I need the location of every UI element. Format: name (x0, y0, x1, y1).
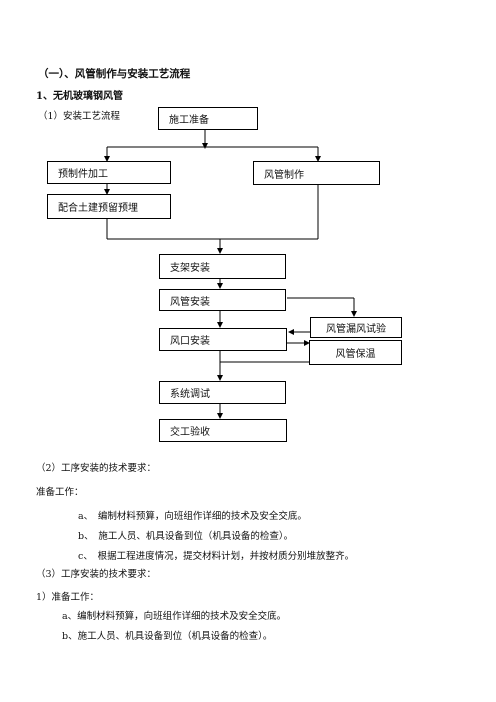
section-heading: （一）、风管制作与安装工艺流程 (38, 68, 191, 80)
flow-step-leak-test: 风管漏风试验 (310, 317, 402, 338)
flow-step-support: 支架安装 (159, 254, 286, 279)
section2-item: c、 根据工程进度情况，提交材料计划，并按材质分别堆放整齐。 (78, 551, 355, 562)
flow-step-prep: 施工准备 (158, 107, 258, 130)
flow-step-duct-make: 风管制作 (253, 161, 380, 185)
flow-step-outlet: 风口安装 (159, 328, 287, 351)
flow-step-insulation: 风管保温 (309, 340, 402, 365)
flow-step-duct-install: 风管安装 (159, 289, 286, 311)
flow-step-prefab: 预制件加工 (47, 161, 171, 184)
section2-prep-title: 准备工作： (36, 487, 84, 498)
flow-step-embed: 配合土建预留预埋 (47, 194, 171, 219)
flow-step-debug: 系统调试 (159, 381, 286, 404)
section2-item: b、 施工人员、机具设备到位（机具设备的检查）。 (78, 531, 294, 542)
section2-title: （2）工序安装的技术要求： (36, 463, 157, 474)
flow-label: （1）安装工艺流程 (38, 111, 121, 122)
section3-title: （3）工序安装的技术要求： (36, 569, 157, 580)
section3-prep-title: 1）准备工作： (36, 592, 100, 603)
section3-item: b、施工人员、机具设备到位（机具设备的检查）。 (62, 631, 273, 642)
subsection-heading: 1、无机玻璃钢风管 (36, 91, 123, 102)
flow-step-acceptance: 交工验收 (159, 419, 287, 442)
section3-item: a、编制材料预算，向班组作详细的技术及安全交底。 (62, 611, 287, 622)
section2-item: a、 编制材料预算，向班组作详细的技术及安全交底。 (78, 511, 307, 522)
